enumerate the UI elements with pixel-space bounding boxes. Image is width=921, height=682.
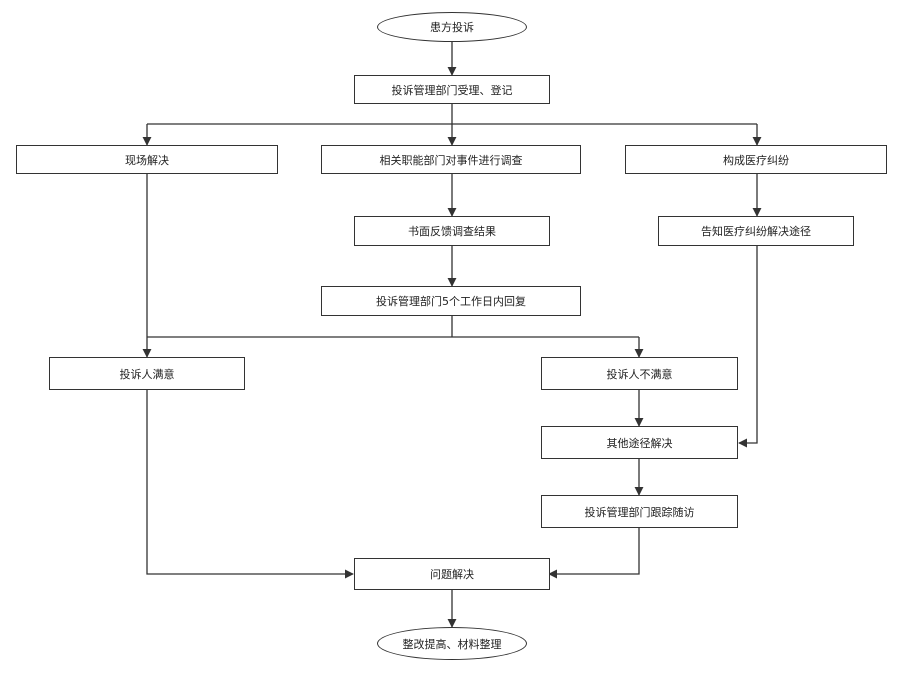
onsite-node: 现场解决 [16, 145, 278, 174]
reply-node: 投诉管理部门5个工作日内回复 [321, 286, 581, 316]
other-path-node: 其他途径解决 [541, 426, 738, 459]
written-feedback-node: 书面反馈调查结果 [354, 216, 550, 246]
investigate-node: 相关职能部门对事件进行调查 [321, 145, 581, 174]
resolved-node: 问题解决 [354, 558, 550, 590]
end-node: 整改提高、材料整理 [377, 627, 527, 660]
arrow-inform-to-other [738, 246, 758, 448]
inform-path-node: 告知医疗纠纷解决途径 [658, 216, 854, 246]
arrow-followup-to-resolved [548, 528, 640, 579]
follow-up-node: 投诉管理部门跟踪随访 [541, 495, 738, 528]
dispute-node: 构成医疗纠纷 [625, 145, 887, 174]
satisfied-node: 投诉人满意 [49, 357, 245, 390]
register-node: 投诉管理部门受理、登记 [354, 75, 550, 104]
arrow-satisfied-to-resolved [146, 390, 354, 579]
unsatisfied-node: 投诉人不满意 [541, 357, 738, 390]
start-node: 患方投诉 [377, 12, 527, 42]
